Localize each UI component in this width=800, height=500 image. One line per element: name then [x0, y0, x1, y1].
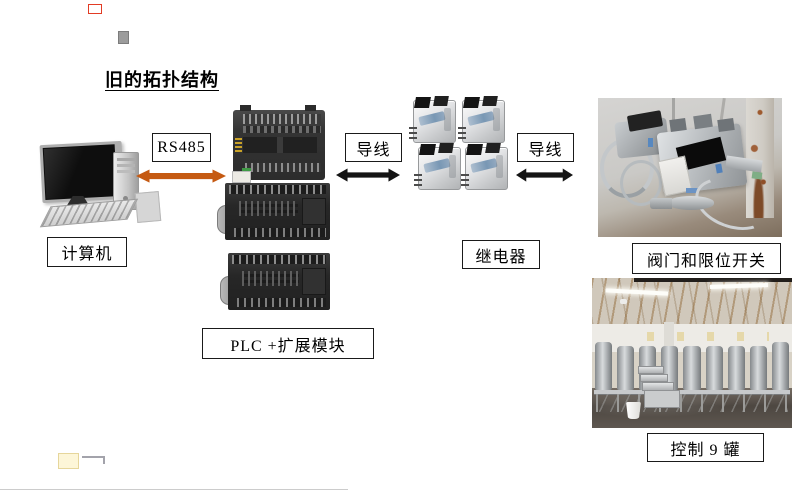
tanks-label: 控制 9 罐	[670, 441, 741, 459]
plc-label: PLC +扩展模块	[230, 337, 346, 355]
rs485-label: RS485	[157, 138, 206, 156]
tanks-label-box: 控制 9 罐	[647, 433, 764, 462]
rs485-double-arrow	[136, 169, 226, 183]
yellow-mark-artifact	[58, 453, 79, 469]
wire-right-double-arrow	[516, 168, 573, 182]
relay-label: 继电器	[475, 248, 527, 266]
plc-label-box: PLC +扩展模块	[202, 328, 374, 359]
table-corner-mark	[82, 456, 105, 458]
pc-side-panel	[134, 191, 162, 223]
bucket	[626, 402, 641, 419]
tank-room-photo	[592, 278, 792, 428]
gray-square-artifact	[118, 31, 129, 44]
expansion-module-2	[228, 253, 330, 310]
plc-main-unit	[232, 105, 325, 183]
wire-right-label-box: 导线	[517, 133, 574, 162]
relay-icon	[414, 143, 461, 190]
keyboard-icon	[39, 198, 139, 228]
wire-left-label-box: 导线	[345, 133, 402, 162]
valve-limit-switch-photo	[598, 98, 782, 237]
rs485-label-box: RS485	[152, 133, 211, 162]
valve-label-box: 阀门和限位开关	[632, 243, 781, 274]
wire-left-label: 导线	[356, 141, 391, 159]
monitor-stand	[66, 196, 90, 207]
relay-icon	[409, 96, 456, 143]
relay-icon	[458, 96, 505, 143]
table-corner-mark	[103, 456, 105, 464]
monitor-icon	[39, 140, 125, 204]
computer-label: 计算机	[61, 246, 113, 263]
diagram-title: 旧的拓扑结构	[105, 70, 219, 90]
wire-left-double-arrow	[336, 168, 400, 182]
tank-row	[595, 342, 789, 390]
valve-label: 阀门和限位开关	[646, 252, 766, 270]
page-divider-line	[0, 489, 348, 490]
wire-right-label: 导线	[528, 141, 563, 159]
red-mark-artifact	[88, 4, 102, 14]
relay-icon	[461, 143, 508, 190]
expansion-module-1	[225, 183, 330, 240]
relay-label-box: 继电器	[462, 240, 540, 269]
computer-label-box: 计算机	[47, 237, 127, 267]
